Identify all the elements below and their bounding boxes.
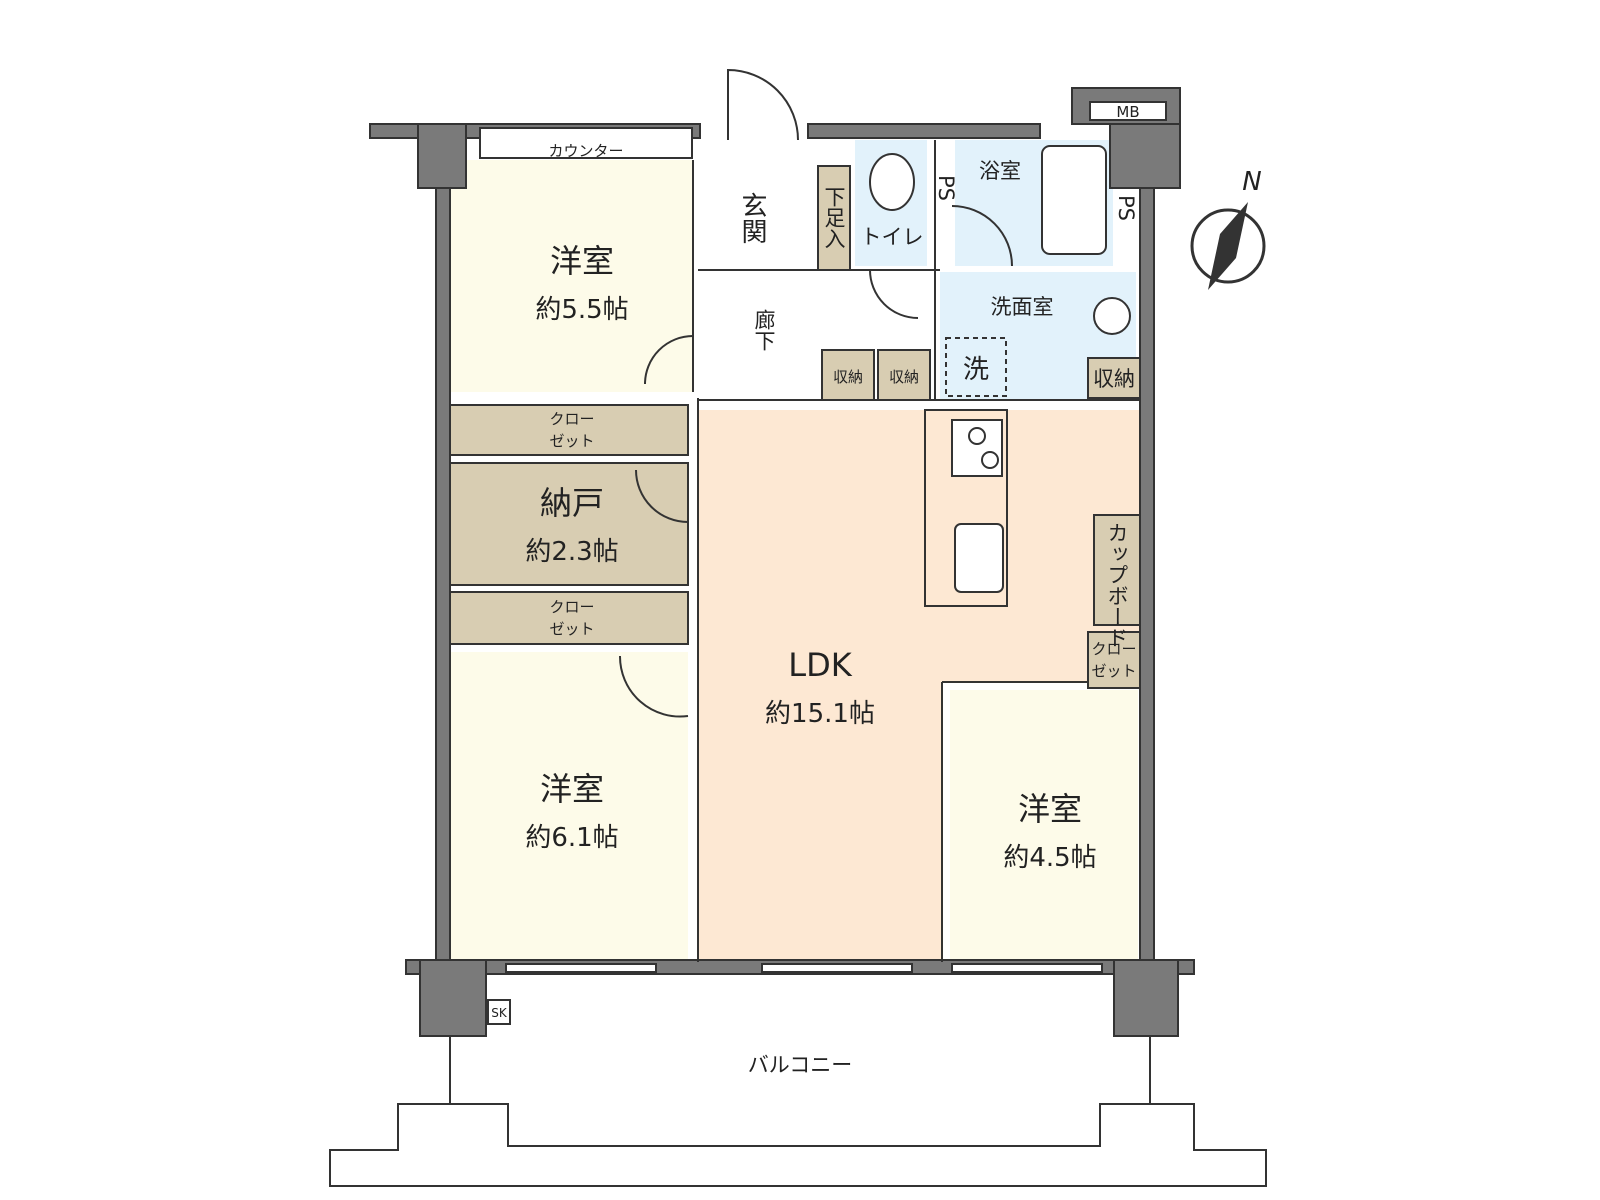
balcony-outline bbox=[329, 1103, 1267, 1168]
closet-a-line2: ゼット bbox=[549, 432, 594, 450]
window-bottom-3 bbox=[951, 963, 1103, 973]
toilet-icon bbox=[869, 153, 915, 211]
window-top bbox=[479, 127, 693, 159]
washroom-name: 洗面室 bbox=[991, 295, 1054, 319]
western-b-area: 約6.1帖 bbox=[525, 823, 618, 853]
closet-b-line2: ゼット bbox=[549, 620, 594, 638]
closet-a-line1: クロー bbox=[549, 410, 594, 428]
compass-needle-icon bbox=[1208, 202, 1248, 290]
closet-b bbox=[447, 591, 689, 645]
washer-label: 洗 bbox=[963, 355, 989, 385]
storage-room-area: 約2.3帖 bbox=[525, 537, 618, 567]
door-swing-bath bbox=[951, 205, 1013, 267]
room-western-b bbox=[448, 652, 688, 962]
room-western-a bbox=[448, 160, 693, 392]
entrance-name: 玄関 bbox=[737, 192, 767, 244]
sk-box bbox=[487, 999, 511, 1025]
basin-icon bbox=[1093, 297, 1131, 335]
pillar-br bbox=[1113, 959, 1179, 1037]
door-swing-western-b bbox=[618, 655, 689, 718]
shoe-box-name: 下足入 bbox=[822, 186, 846, 249]
cupboard bbox=[1093, 514, 1141, 626]
mb-box-inner bbox=[1089, 101, 1167, 121]
ps-label-right: PS bbox=[1114, 195, 1138, 221]
balcony-rail bbox=[329, 1168, 1267, 1187]
closet-c-line2: ゼット bbox=[1091, 662, 1136, 680]
storage-b-label: 収納 bbox=[889, 368, 919, 386]
western-c-name: 洋室 bbox=[1018, 790, 1082, 828]
wall-left bbox=[435, 159, 451, 973]
western-a-name: 洋室 bbox=[550, 242, 614, 280]
storage-a-label: 収納 bbox=[833, 368, 863, 386]
sink-icon bbox=[954, 523, 1004, 593]
western-a-area: 約5.5帖 bbox=[535, 295, 628, 325]
pillar-tl bbox=[417, 123, 467, 189]
pillar-tr bbox=[1109, 123, 1181, 189]
door-swing-western-a bbox=[644, 335, 694, 385]
ldk-name: LDK bbox=[788, 646, 852, 684]
bathtub-icon bbox=[1041, 145, 1107, 255]
room-storage bbox=[447, 462, 689, 586]
washer-space bbox=[945, 337, 1007, 397]
counter-label: カウンター bbox=[548, 142, 623, 160]
ps-label-left: PS bbox=[934, 175, 958, 201]
western-c-area: 約4.5帖 bbox=[1003, 843, 1096, 873]
toilet-name: トイレ bbox=[861, 225, 924, 249]
window-bottom-2 bbox=[761, 963, 913, 973]
ldk-area: 約15.1帖 bbox=[765, 699, 875, 729]
burner-icon bbox=[968, 427, 986, 445]
hallway-name: 廊下 bbox=[752, 309, 776, 351]
wall-top-mid bbox=[807, 123, 1041, 139]
bath-name: 浴室 bbox=[979, 159, 1021, 183]
balcony-name: バルコニー bbox=[748, 1053, 853, 1077]
cupboard-label: カップボード bbox=[1105, 522, 1129, 648]
door-swing-storage bbox=[635, 469, 689, 523]
room-western-c bbox=[950, 690, 1138, 962]
mb-label: MB bbox=[1116, 103, 1139, 121]
closet-c-line1: クロー bbox=[1091, 640, 1136, 658]
burner-icon bbox=[981, 451, 999, 469]
door-swing-entrance bbox=[727, 68, 799, 141]
closet-a bbox=[447, 404, 689, 456]
western-b-name: 洋室 bbox=[540, 770, 604, 808]
room-ldk bbox=[698, 410, 1140, 962]
north-label: N bbox=[1242, 167, 1261, 197]
door-swing-hall bbox=[869, 269, 919, 319]
window-bottom-1 bbox=[505, 963, 657, 973]
storage-c-label: 収納 bbox=[1093, 367, 1135, 391]
closet-b-line1: クロー bbox=[549, 598, 594, 616]
sk-label: SK bbox=[491, 1006, 508, 1020]
storage-room-name: 納戸 bbox=[540, 484, 604, 522]
pillar-bl bbox=[419, 959, 487, 1037]
storage-c bbox=[1087, 357, 1141, 399]
wall-right bbox=[1139, 159, 1155, 973]
